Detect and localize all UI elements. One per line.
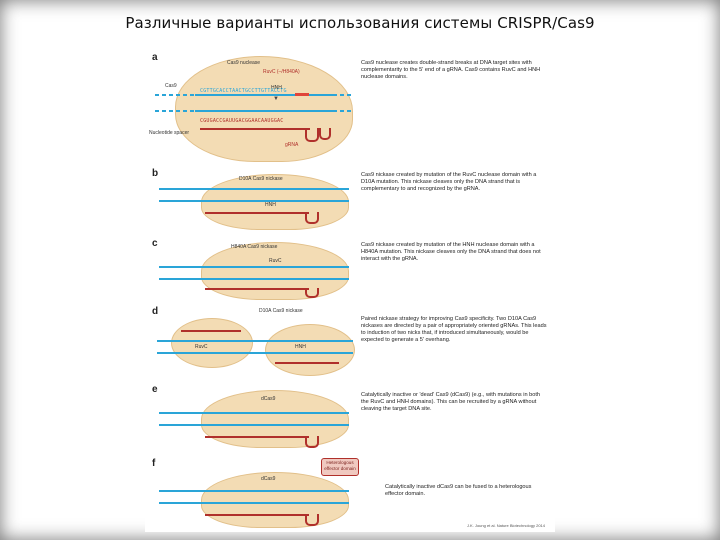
panel-letter: d (152, 306, 159, 317)
dna-bottom-strand (159, 200, 349, 202)
panel-letter: f (152, 458, 156, 469)
dna-bottom-strand (195, 110, 333, 112)
panel-letter: a (152, 52, 158, 63)
crispr-figure: a Cas9 nuclease RuvC (–/H840A) HNH Cas9 … (145, 48, 555, 532)
cas9-protein-shape (201, 472, 349, 528)
protein-label: Cas9 nuclease (227, 60, 261, 66)
ruvc-label: RuvC (269, 258, 282, 264)
panel-description: Catalytically inactive dCas9 can be fuse… (385, 484, 532, 497)
effector-domain: Heterologous effector domain (321, 458, 359, 476)
dna-bottom-left (155, 110, 195, 112)
cas9-protein-shape (265, 324, 355, 376)
dna-bottom-strand (159, 502, 349, 504)
grna-hairpin (305, 436, 319, 448)
spacer-label: Nucleotide spacer (149, 130, 190, 136)
grna-strand (205, 436, 309, 438)
dna-top-strand (195, 94, 333, 96)
panel-f: f dCas9 Heterologous effector domain Cat… (145, 458, 555, 532)
panel-description: Catalytically inactive or 'dead' Cas9 (d… (361, 392, 541, 412)
cas9-protein-shape (201, 242, 349, 300)
hnh-label: HNH (265, 202, 276, 208)
grna-strand (181, 330, 241, 332)
protein-label: dCas9 (261, 476, 276, 482)
dna-top-strand (159, 188, 349, 190)
figure-citation: J.K. Joung et al. Nature Biotechnology 2… (466, 523, 545, 528)
dna-bottom-right (333, 110, 353, 112)
dna-top-strand (157, 340, 353, 342)
protein-label: H840A Cas9 nickase (231, 244, 278, 250)
cut-arrow-icon: ▼ (273, 96, 279, 102)
protein-label: D10A Cas9 nickase (239, 176, 283, 182)
cas9-protein-shape (171, 318, 253, 368)
panel-description: Paired nickase strategy for improving Ca… (361, 316, 547, 343)
pam-site (295, 93, 309, 96)
grna-strand (205, 212, 309, 214)
cas9-protein-shape (201, 390, 349, 448)
dna-top-strand (159, 490, 349, 492)
dna-top-strand (159, 266, 349, 268)
grna-strand (200, 128, 310, 130)
grna-sequence: CGUGACCGAUUGACGGAACAAUGGAC (200, 118, 284, 124)
ruvc-label: RuvC (195, 344, 208, 350)
panel-c: c H840A Cas9 nickase RuvC Cas9 nickase c… (145, 238, 555, 302)
panel-letter: c (152, 238, 158, 249)
dna-sequence: CGTTGCACCTAACTGCCTTGTTACCTG (200, 88, 287, 94)
panel-e: e dCas9 Catalytically inactive or 'dead'… (145, 384, 555, 454)
dna-top-left (155, 94, 195, 96)
dna-top-strand (159, 412, 349, 414)
dna-top-right (333, 94, 353, 96)
grna-hairpin (305, 212, 319, 224)
grna-hairpin (305, 128, 319, 142)
protein-label: D10A Cas9 nickase (259, 308, 303, 314)
panel-description: Cas9 nuclease creates double-strand brea… (361, 60, 541, 80)
cas9-protein-shape (201, 174, 349, 230)
panel-letter: e (152, 384, 158, 395)
grna-hairpin (319, 128, 331, 140)
cas9-protein-shape (175, 56, 353, 162)
grna-hairpin (305, 514, 319, 526)
protein-label: dCas9 (261, 396, 276, 402)
dna-bottom-strand (159, 278, 349, 280)
dna-bottom-strand (159, 424, 349, 426)
cas9-side-label: Cas9 (165, 83, 177, 89)
grna-strand (205, 514, 309, 516)
panel-letter: b (152, 168, 159, 179)
hnh-label: HNH (271, 85, 282, 91)
ruvc-label: RuvC (–/H840A) (263, 69, 300, 75)
grna-strand (275, 362, 339, 364)
panel-description: Cas9 nickase created by mutation of the … (361, 172, 537, 192)
panel-description: Cas9 nickase created by mutation of the … (361, 242, 541, 262)
panel-a: a Cas9 nuclease RuvC (–/H840A) HNH Cas9 … (145, 52, 555, 164)
grna-strand (205, 288, 309, 290)
dna-bottom-strand (157, 352, 353, 354)
grna-hairpin (305, 288, 319, 298)
slide-title: Различные варианты использования системы… (125, 14, 595, 32)
grna-label: gRNA (285, 142, 299, 148)
panel-d: d D10A Cas9 nickase RuvC HNH Paired nick… (145, 306, 555, 380)
hnh-label: HNH (295, 344, 306, 350)
panel-b: b D10A Cas9 nickase HNH Cas9 nickase cre… (145, 168, 555, 232)
